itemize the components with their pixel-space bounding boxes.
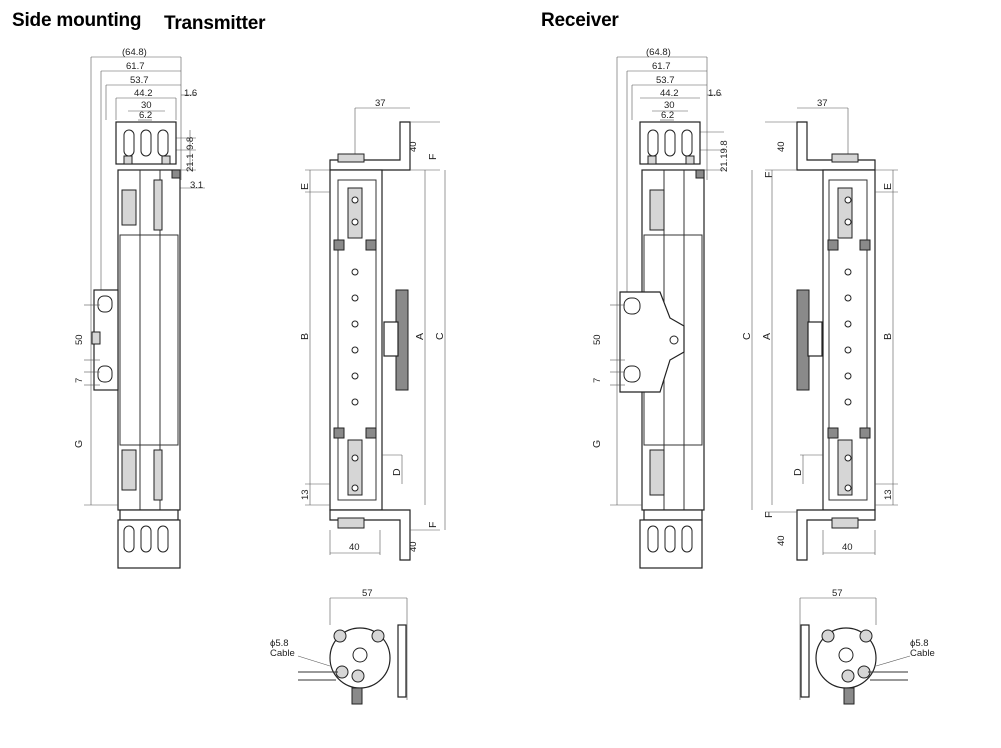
dim-30: 30 <box>141 100 152 111</box>
dim-7: 7 <box>74 378 85 383</box>
dim-21-1: 21.1 <box>185 154 196 173</box>
label-c-transmitter: C <box>434 332 446 340</box>
transmitter-heading: Transmitter <box>164 13 266 34</box>
label-g-transmitter: G <box>73 440 85 448</box>
dim-1-6-receiver: 1.6 <box>708 88 721 99</box>
dim-50-receiver: 50 <box>592 334 603 345</box>
transmitter-bottom-view: 57 ϕ5.8 Cable <box>270 588 408 705</box>
transmitter-front-view: 37 40 F E B 13 <box>299 98 446 561</box>
receiver-bottom-view: 57 ϕ5.8 Cable <box>799 588 935 705</box>
dim-40-receiver-width: 40 <box>842 542 853 553</box>
dim-44-2-receiver: 44.2 <box>660 88 679 99</box>
label-b-transmitter: B <box>299 333 311 340</box>
receiver-heading: Receiver <box>541 10 619 31</box>
dim-9-8: 9.8 <box>185 137 196 150</box>
dim-40-receiver-top: 40 <box>776 141 787 152</box>
dim-53-7-receiver: 53.7 <box>656 75 675 86</box>
label-f-transmitter-bottom: F <box>427 522 439 528</box>
label-e-receiver: E <box>882 183 894 190</box>
dim-6-2: 6.2 <box>139 110 152 121</box>
dim-37-receiver: 37 <box>817 98 828 109</box>
cable-label-receiver: Cable <box>910 648 935 659</box>
label-g-receiver: G <box>591 440 603 448</box>
dim-50: 50 <box>74 334 85 345</box>
label-c-receiver: C <box>741 332 753 340</box>
dim-1-6: 1.6 <box>184 88 197 99</box>
receiver-side-view: (64.8) 61.7 53.7 44.2 1.6 30 6.2 21.19.8… <box>591 47 730 569</box>
cable-label-transmitter: Cable <box>270 648 295 659</box>
dim-7-receiver: 7 <box>592 378 603 383</box>
label-f-receiver-bottom: F <box>763 512 775 518</box>
dim-13-transmitter: 13 <box>300 489 311 500</box>
side-mounting-heading: Side mounting <box>12 10 142 31</box>
dim-40-transmitter-bottom: 40 <box>408 541 419 552</box>
label-a-receiver: A <box>761 333 773 340</box>
label-f-transmitter-top: F <box>427 154 439 160</box>
dim-57-receiver: 57 <box>832 588 843 599</box>
label-f-receiver-top: F <box>763 172 775 178</box>
dim-57-transmitter: 57 <box>362 588 373 599</box>
dim-37-transmitter: 37 <box>375 98 386 109</box>
dim-6-2-receiver: 6.2 <box>661 110 674 121</box>
label-e-transmitter: E <box>299 183 311 190</box>
cable-diameter-receiver: ϕ5.8 <box>910 638 929 649</box>
dim-40-transmitter-top: 40 <box>408 141 419 152</box>
dim-21-19-8-receiver: 21.19.8 <box>719 140 730 172</box>
dim-overall-ref: (64.8) <box>122 47 147 58</box>
dim-40-transmitter-width: 40 <box>349 542 360 553</box>
dim-61-7-receiver: 61.7 <box>652 61 671 72</box>
dim-53-7: 53.7 <box>130 75 149 86</box>
dim-3-1: 3.1 <box>190 180 203 191</box>
dim-44-2: 44.2 <box>134 88 153 99</box>
transmitter-side-view: (64.8) 61.7 53.7 44.2 1.6 30 6.2 21.1 9.… <box>73 47 205 569</box>
label-d-receiver: D <box>792 468 804 476</box>
dim-40-receiver-bottom: 40 <box>776 535 787 546</box>
dim-61-7: 61.7 <box>126 61 145 72</box>
cable-diameter-transmitter: ϕ5.8 <box>270 638 289 649</box>
label-d-transmitter: D <box>391 468 403 476</box>
label-a-transmitter: A <box>414 333 426 340</box>
dim-13-receiver: 13 <box>883 489 894 500</box>
receiver-front-view: 37 40 F E B 13 <box>741 98 898 561</box>
dim-30-receiver: 30 <box>664 100 675 111</box>
label-b-receiver: B <box>882 333 894 340</box>
dim-overall-ref-receiver: (64.8) <box>646 47 671 58</box>
